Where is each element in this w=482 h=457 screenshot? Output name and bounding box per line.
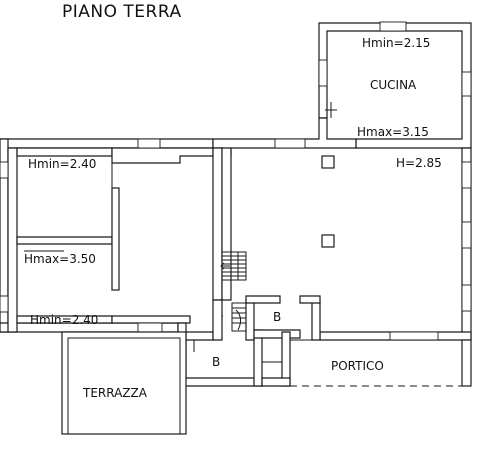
- kitchen-left-window: [318, 59, 328, 87]
- portico-window: [389, 331, 439, 341]
- portico-label: PORTICO: [331, 359, 384, 373]
- kitchen-right-window: [461, 71, 472, 97]
- bathroom-upper-label: B: [273, 310, 281, 324]
- terrace-label: TERRAZZA: [82, 386, 148, 400]
- main-height-label: H=2.85: [396, 156, 442, 170]
- kitchen-hmin-label: Hmin=2.15: [362, 36, 430, 50]
- columns: [321, 155, 335, 248]
- kitchen-hmax-label: Hmax=3.15: [357, 125, 429, 139]
- column-top: [321, 155, 335, 169]
- top-main-window: [274, 138, 306, 149]
- left-partitions: [16, 156, 120, 316]
- terrace: [61, 331, 187, 435]
- plan-title: PIANO TERRA: [62, 2, 182, 22]
- bathrooms: [177, 295, 321, 387]
- main-walls: [0, 117, 472, 341]
- left-hmin-bottom-label: Hmin=2.40: [30, 313, 98, 327]
- kitchen-top-window: [379, 21, 407, 32]
- right-window-2: [461, 221, 472, 249]
- column-middle: [321, 234, 335, 248]
- left-window-bottom: [0, 295, 9, 313]
- portico: [289, 339, 472, 387]
- left-hmax-label: Hmax=3.50: [24, 252, 96, 266]
- right-window-1: [461, 161, 472, 189]
- terrace-door-window: [137, 322, 163, 333]
- left-hmin-top-label: Hmin=2.40: [28, 157, 96, 171]
- right-window-3: [461, 284, 472, 312]
- stairs: [212, 251, 247, 332]
- top-left-window: [137, 138, 161, 149]
- bathroom-lower-label: B: [212, 355, 220, 369]
- left-window-top: [0, 161, 9, 179]
- kitchen-label: CUCINA: [370, 78, 417, 92]
